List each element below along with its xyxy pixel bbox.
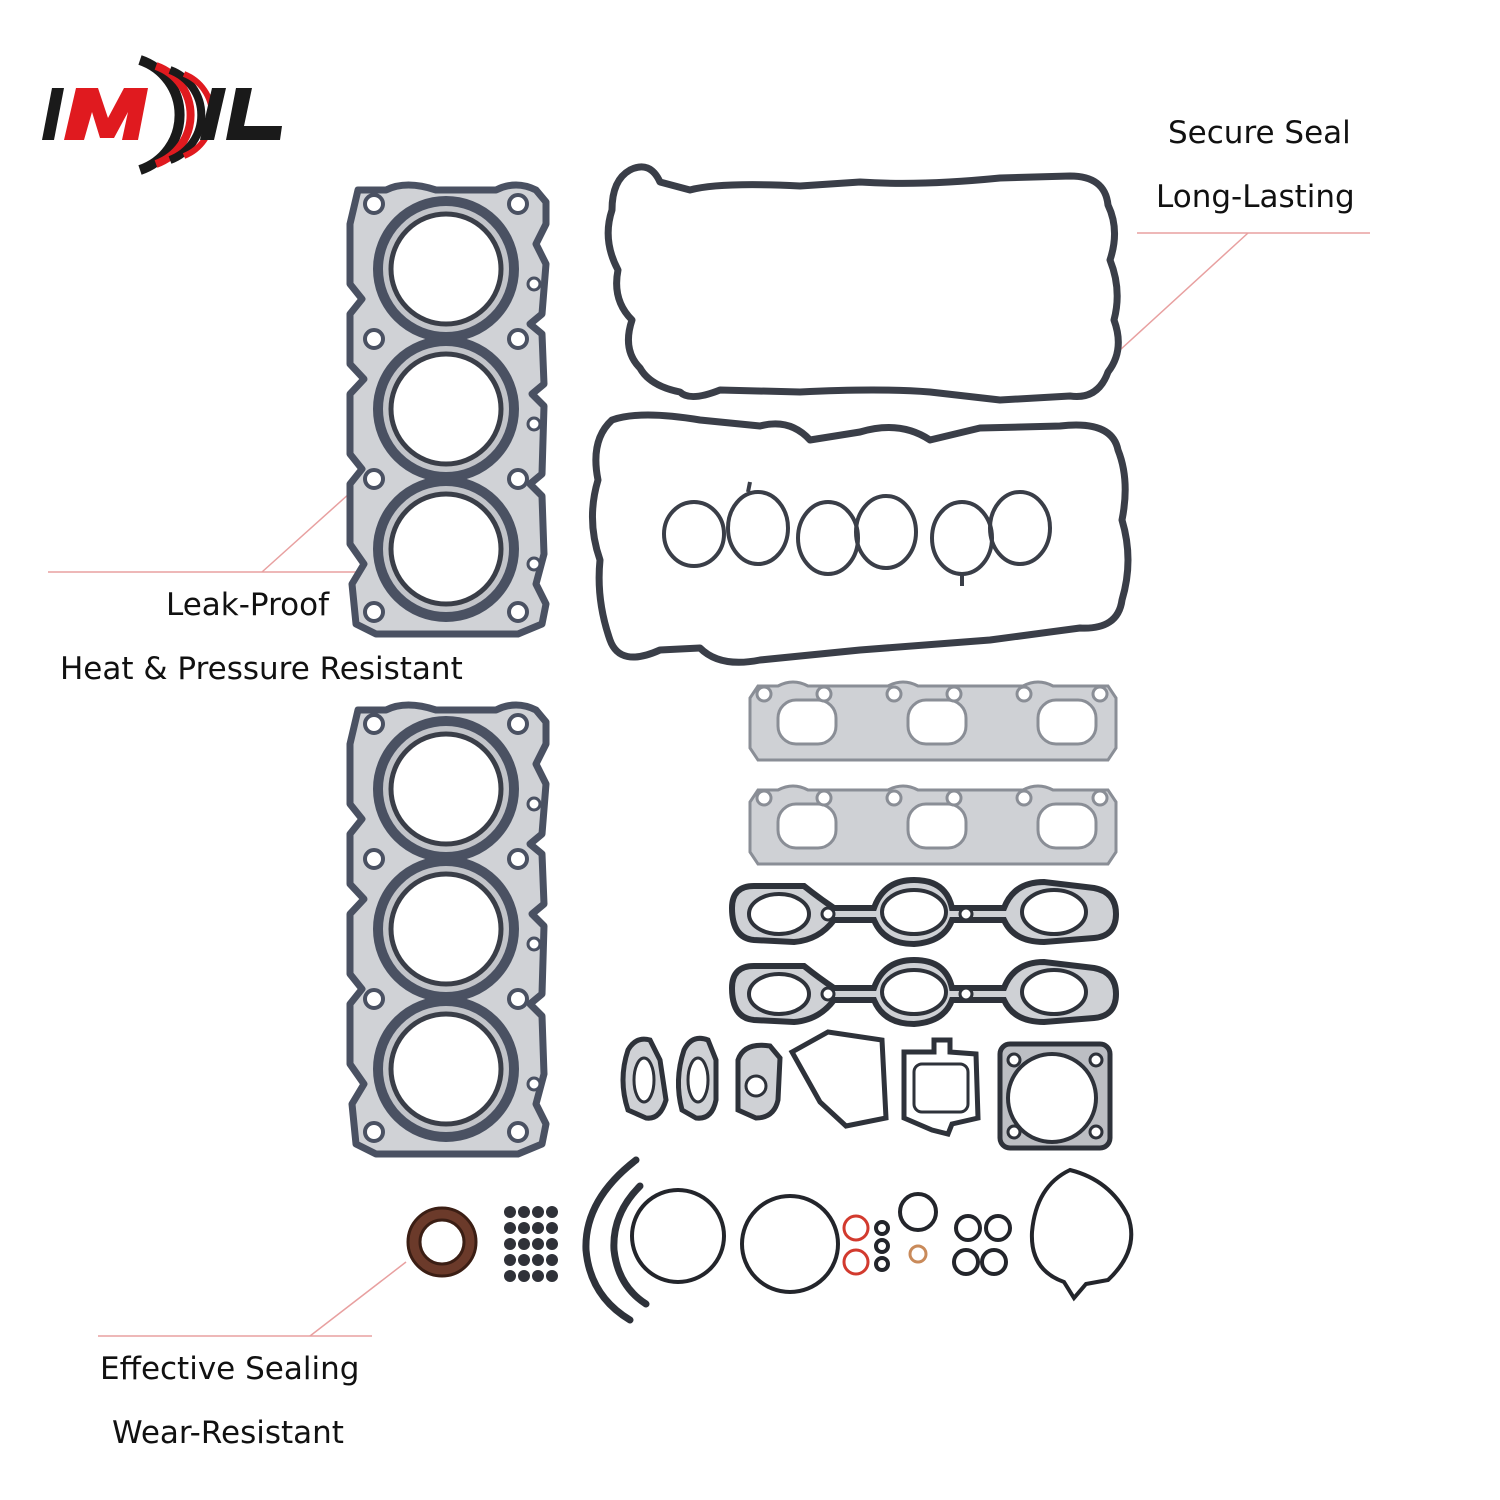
leader-lines [48,232,1370,1337]
valve-cover-gasket-bottom [589,411,1132,666]
callout-middle-left: Leak-Proof Heat & Pressure Resistant [60,587,463,690]
copper-washers [842,1214,928,1276]
valve-cover-gasket-top [604,163,1122,404]
arc-seals [582,1156,650,1324]
timing-cover-gasket [1029,1167,1134,1302]
head-gasket-upper [350,185,546,634]
exhaust-gasket-1 [748,680,1118,762]
callout-line-2: Long-Lasting [1156,179,1355,215]
callout-top-right: Secure Seal Long-Lasting [1150,118,1360,218]
throttle-body-gasket [997,1041,1113,1151]
callout-line-1: Leak-Proof [166,587,329,623]
o-rings [630,1188,1012,1294]
exhaust-gasket-2 [748,784,1118,866]
callout-line-2: Wear-Resistant [112,1415,344,1451]
callout-line-1: Secure Seal [1168,115,1351,151]
callout-bottom-left: Effective Sealing Wear-Resistant [100,1354,360,1454]
valve-stem-seals [504,1206,558,1282]
plenum-gasket [662,481,1052,586]
crank-seal [406,1206,478,1278]
callout-line-2: Heat & Pressure Resistant [60,651,463,687]
small-gaskets [620,1029,981,1137]
head-gasket-lower [350,705,546,1154]
brand-logo [42,55,282,175]
intake-gasket-1 [732,880,1116,944]
callout-line-1: Effective Sealing [100,1351,360,1387]
intake-gasket-2 [732,960,1116,1024]
